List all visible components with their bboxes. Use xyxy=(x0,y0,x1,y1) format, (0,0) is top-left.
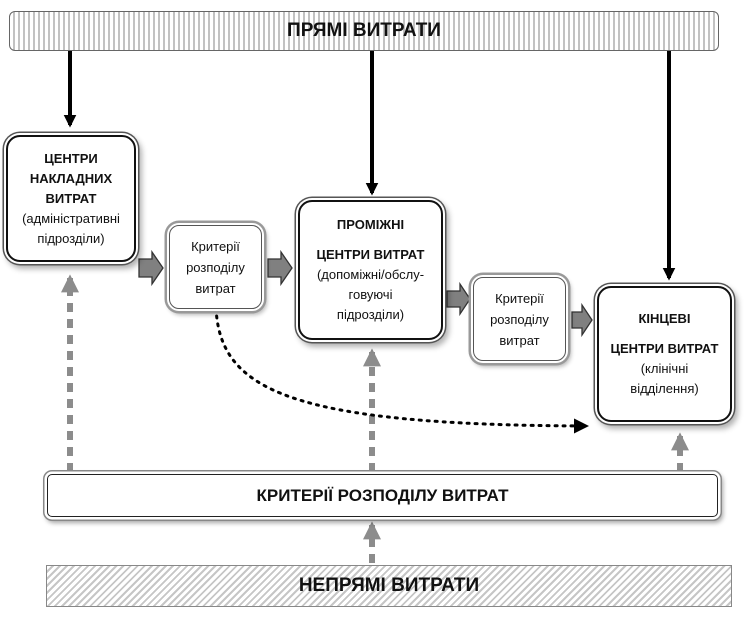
final-subtitle-line-2: відділення) xyxy=(630,381,699,396)
overhead-title-line-2: НАКЛАДНИХ xyxy=(29,170,113,186)
indirect-costs-label: НЕПРЯМІ ВИТРАТИ xyxy=(298,575,480,596)
final-subtitle-line-1: (клінічні xyxy=(640,361,689,376)
overhead-subtitle-line-1: (адміністративні xyxy=(22,210,120,226)
criteria-2-line-3: витрат xyxy=(499,332,540,348)
criteria-1-line-1: Критерії xyxy=(191,238,240,254)
block-arrow-1 xyxy=(138,249,164,287)
intermediate-subtitle-line-2: говуючі xyxy=(348,287,393,302)
allocation-criteria-bar: КРИТЕРІЇ РОЗПОДІЛУ ВИТРАТ xyxy=(47,474,718,517)
overhead-title-line-1: ЦЕНТРИ xyxy=(44,150,98,166)
direct-costs-label: ПРЯМІ ВИТРАТИ xyxy=(287,20,441,41)
final-title-top: КІНЦЕВІ xyxy=(638,311,691,326)
final-title-bottom: ЦЕНТРИ ВИТРАТ xyxy=(610,341,719,356)
intermediate-title-top: ПРОМІЖНІ xyxy=(336,217,405,232)
block-arrow-4 xyxy=(571,302,593,338)
overhead-subtitle-line-2: підрозділи) xyxy=(37,230,105,246)
criteria-2-line-2: розподілу xyxy=(490,311,549,327)
intermediate-subtitle-line-1: (допоміжні/обслу- xyxy=(316,267,425,282)
overhead-cost-center: ЦЕНТРИ НАКЛАДНИХ ВИТРАТ (адміністративні… xyxy=(6,135,136,262)
indirect-costs-bar: НЕПРЯМІ ВИТРАТИ xyxy=(46,565,732,607)
block-arrow-3 xyxy=(446,281,471,317)
overhead-title-line-3: ВИТРАТ xyxy=(45,190,97,206)
block-arrow-2 xyxy=(267,249,293,287)
intermediate-subtitle-line-3: підрозділи) xyxy=(336,307,405,322)
criteria-1-line-2: розподілу xyxy=(186,259,245,275)
intermediate-cost-center: ПРОМІЖНІ ЦЕНТРИ ВИТРАТ (допоміжні/обслу-… xyxy=(298,200,443,340)
criteria-box-2: Критерії розподілу витрат xyxy=(473,277,566,361)
criteria-1-line-3: витрат xyxy=(195,280,236,296)
direct-costs-bar: ПРЯМІ ВИТРАТИ xyxy=(9,11,719,51)
criteria-2-line-1: Критерії xyxy=(495,290,544,306)
criteria-box-1: Критерії розподілу витрат xyxy=(169,225,262,309)
intermediate-title-bottom: ЦЕНТРИ ВИТРАТ xyxy=(316,247,425,262)
final-cost-center: КІНЦЕВІ ЦЕНТРИ ВИТРАТ (клінічні відділен… xyxy=(597,286,732,422)
allocation-criteria-label: КРИТЕРІЇ РОЗПОДІЛУ ВИТРАТ xyxy=(256,485,509,505)
dotted-allocation-arrow xyxy=(214,306,589,434)
